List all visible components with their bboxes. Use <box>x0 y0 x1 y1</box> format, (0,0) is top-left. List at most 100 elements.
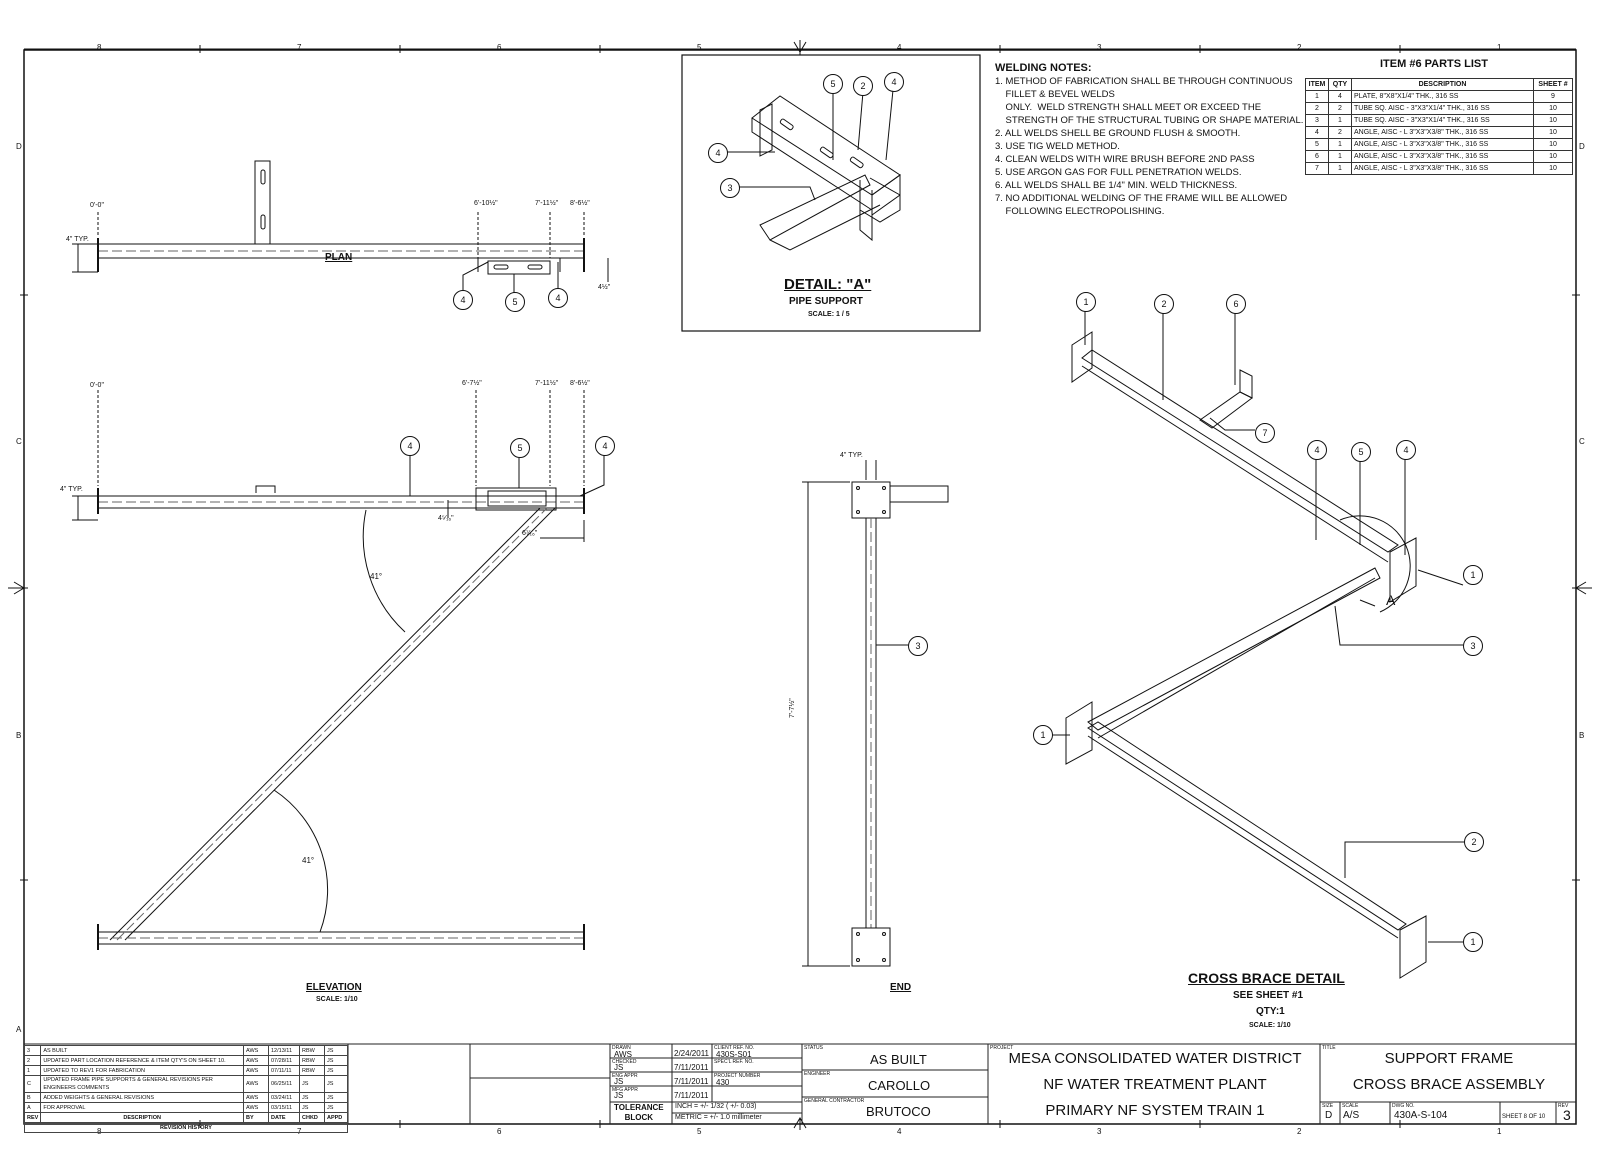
parts-cell: ANGLE, AISC - L 3"X3"X3/8" THK., 316 SS <box>1351 138 1534 151</box>
detail-a-callout-2: 2 <box>853 76 873 96</box>
mfg-appr-date: 7/11/2011 <box>674 1091 709 1100</box>
revision-history-table: 3 AS BUILT AWS 12/13/11 RBW JS 2 UPDATED… <box>23 1045 348 1133</box>
rev-cell: JS <box>324 1102 348 1113</box>
project-number-label: PROJECT NUMBER <box>714 1073 761 1079</box>
parts-cell: 4 <box>1328 90 1352 103</box>
size-label: SIZE <box>1322 1103 1334 1109</box>
rev-cell: JS <box>324 1045 348 1056</box>
tolerance-metric: METRIC = +/- 1.0 millimeter <box>675 1114 762 1121</box>
scale-value: A/S <box>1343 1110 1360 1121</box>
cross-brace-qty: QTY:1 <box>1256 1006 1285 1017</box>
parts-cell: 1 <box>1305 90 1329 103</box>
title-label: TITLE <box>1322 1045 1336 1051</box>
welding-note-line: 5. USE ARGON GAS FOR FULL PENETRATION WE… <box>995 167 1242 178</box>
rev-col-header: DESCRIPTION <box>40 1112 244 1123</box>
zone-row-d-right: D <box>1579 142 1585 151</box>
parts-cell: TUBE SQ. AISC - 3"X3"X1/4" THK., 316 SS <box>1351 114 1534 127</box>
rev-cell: AWS <box>243 1102 269 1113</box>
cb-callout-1c: 1 <box>1033 725 1053 745</box>
parts-cell: 3 <box>1305 114 1329 127</box>
cross-brace-title: CROSS BRACE DETAIL <box>1188 970 1345 986</box>
rev-cell: 07/11/11 <box>268 1065 300 1076</box>
status-label: STATUS <box>804 1045 823 1051</box>
eng-appr-by: JS <box>614 1077 624 1086</box>
plan-dim-origin: 0'-0" <box>90 202 104 209</box>
plan-dim-2: 7'-11½" <box>535 200 559 207</box>
zone-row-d: D <box>16 142 22 151</box>
cross-brace-see-sheet: SEE SHEET #1 <box>1233 990 1304 1001</box>
detail-a-scale: SCALE: 1 / 5 <box>808 311 850 318</box>
parts-cell: 6 <box>1305 150 1329 163</box>
end-dim-height: 7'-7½" <box>789 698 796 718</box>
eng-appr-date: 7/11/2011 <box>674 1077 709 1086</box>
parts-cell: 7 <box>1305 162 1329 175</box>
rev-cell: AWS <box>243 1075 269 1093</box>
welding-note-line: FILLET & BEVEL WELDS <box>995 89 1115 100</box>
rev-cell: 3 <box>23 1045 42 1056</box>
parts-cell: 9 <box>1533 90 1573 103</box>
zone-col-5-bottom: 5 <box>697 1127 702 1136</box>
zone-col-8: 8 <box>97 43 102 52</box>
table-row: A FOR APPROVAL AWS 03/15/11 JS JS <box>23 1102 348 1113</box>
detail-a-callout-5: 5 <box>823 74 843 94</box>
plan-dim-1: 6'-10½" <box>474 200 498 207</box>
rev-cell: 03/24/11 <box>268 1092 300 1103</box>
parts-cell: 5 <box>1305 138 1329 151</box>
rev-value: 3 <box>1563 1107 1571 1123</box>
rev-cell: RBW <box>299 1045 325 1056</box>
cb-callout-7: 7 <box>1255 423 1275 443</box>
rev-header-row: REV DESCRIPTION BY DATE CHKD APPD <box>23 1112 348 1123</box>
rev-cell: JS <box>324 1065 348 1076</box>
revision-history-title: REVISION HISTORY <box>24 1122 348 1133</box>
rev-label: REV <box>1558 1103 1569 1109</box>
elev-dim-typ: 4" TYP. <box>60 486 83 493</box>
cb-callout-2b: 2 <box>1464 832 1484 852</box>
drawn-label: DRAWN <box>612 1045 631 1051</box>
project-line-1: MESA CONSOLIDATED WATER DISTRICT <box>1008 1050 1302 1067</box>
parts-cell: ANGLE, AISC - L 3"X3"X3/8" THK., 316 SS <box>1351 150 1534 163</box>
elevation-scale: SCALE: 1/10 <box>316 996 358 1003</box>
parts-cell: 2 <box>1328 126 1352 139</box>
cb-callout-6: 6 <box>1226 294 1246 314</box>
rev-cell: AWS <box>243 1092 269 1103</box>
rev-cell: 2 <box>23 1055 42 1066</box>
cb-callout-5: 5 <box>1351 442 1371 462</box>
elev-dim-3: 8'-6½" <box>570 380 590 387</box>
rev-cell: JS <box>299 1092 325 1103</box>
elevation-title: ELEVATION <box>306 982 362 993</box>
eng-appr-label: ENG APPR <box>612 1073 638 1079</box>
project-line-3: PRIMARY NF SYSTEM TRAIN 1 <box>1045 1102 1265 1119</box>
rev-cell: UPDATED FRAME PIPE SUPPORTS & GENERAL RE… <box>40 1075 244 1093</box>
zone-col-3-bottom: 3 <box>1097 1127 1102 1136</box>
engineer-label: ENGINEER <box>804 1071 831 1077</box>
zone-col-6: 6 <box>497 43 502 52</box>
sheet-number: SHEET 8 OF 10 <box>1502 1114 1546 1120</box>
elev-dim-offset: 4⁵⁄₁₆" <box>438 515 454 522</box>
elev-callout-4a: 4 <box>400 436 420 456</box>
rev-cell: AS BUILT <box>40 1045 244 1056</box>
elev-callout-4b: 4 <box>595 436 615 456</box>
end-title: END <box>890 982 912 993</box>
rev-title-row: REVISION HISTORY <box>24 1122 348 1133</box>
cb-callout-4a: 4 <box>1307 440 1327 460</box>
plan-dim-offset: 4½" <box>598 284 611 291</box>
zone-col-2: 2 <box>1297 43 1302 52</box>
welding-note-line: 4. CLEAN WELDS WITH WIRE BRUSH BEFORE 2N… <box>995 154 1255 165</box>
welding-note-line: 7. NO ADDITIONAL WELDING OF THE FRAME WI… <box>995 193 1288 204</box>
welding-note-line: 2. ALL WELDS SHELL BE GROUND FLUSH & SMO… <box>995 128 1241 139</box>
elev-dim-origin: 0'-0" <box>90 382 104 389</box>
detail-a-callout-4b: 4 <box>708 143 728 163</box>
plan-title: PLAN <box>325 252 353 263</box>
scale-label: SCALE <box>1342 1103 1359 1109</box>
checked-date: 7/11/2011 <box>674 1063 709 1072</box>
parts-cell: 1 <box>1328 150 1352 163</box>
rev-col-header: DATE <box>268 1112 300 1123</box>
table-row: 2 2 TUBE SQ. AISC - 3"X3"X1/4" THK., 316… <box>1305 102 1573 115</box>
zone-col-4-bottom: 4 <box>897 1127 902 1136</box>
cb-callout-1b: 1 <box>1463 565 1483 585</box>
table-row: 6 1 ANGLE, AISC - L 3"X3"X3/8" THK., 316… <box>1305 150 1573 163</box>
detail-a-title: DETAIL: "A" <box>784 276 872 293</box>
rev-cell: UPDATED PART LOCATION REFERENCE & ITEM Q… <box>40 1055 244 1066</box>
rev-cell: RBW <box>299 1065 325 1076</box>
